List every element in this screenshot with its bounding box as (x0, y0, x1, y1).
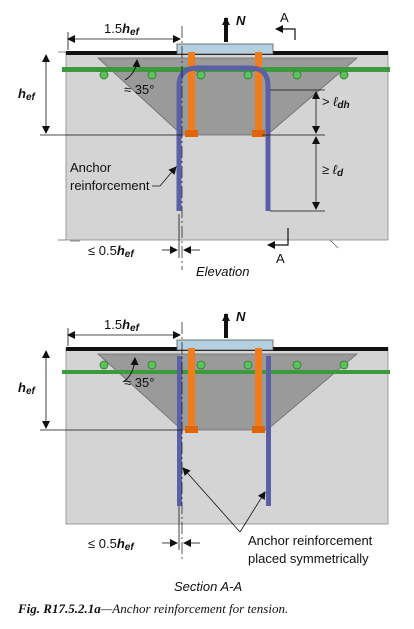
angle-arc (122, 357, 139, 383)
cut-letter-bottom: A (276, 251, 285, 266)
section-view: N 1.5hef hef ≈ 35° Anchor reinforcement … (18, 309, 390, 594)
angle-label: ≈ 35° (124, 375, 154, 390)
dim-1-5hef-label: 1.5hef (104, 317, 141, 334)
anchor-reinforcement-left (177, 356, 182, 506)
angle-label: ≈ 35° (124, 82, 154, 97)
dim-1-5hef-label: 1.5hef (104, 21, 141, 38)
symmetric-note-line1: Anchor reinforcement (248, 533, 373, 548)
break-line-left (58, 51, 66, 241)
section-cut-marker-bottom (267, 228, 289, 249)
symmetric-note-line2: placed symmetrically (248, 551, 369, 566)
anchor-reinforcement-leader (152, 166, 177, 187)
note-leader-right (239, 491, 266, 533)
anchor-bolt-right (255, 52, 262, 135)
cut-letter-top: A (280, 10, 289, 25)
anchor-head-left (185, 426, 198, 433)
base-plate (176, 43, 274, 55)
figure-caption: Fig. R17.5.2.1a—Anchor reinforcement for… (17, 601, 288, 616)
anchor-reinforcement-label-line1: Anchor (70, 160, 112, 175)
anchor-bolt-left (188, 52, 195, 135)
anchor-bolt-right (255, 348, 262, 430)
angle-arc (124, 59, 141, 81)
note-leader-left (182, 467, 241, 533)
mesh-bar-dots (99, 360, 349, 370)
mesh-reinforcement (62, 370, 390, 374)
dim-0-5hef-label: ≤ 0.5hef (88, 536, 135, 553)
anchor-reinforcement-label-line2: reinforcement (70, 178, 150, 193)
mesh-bar-dots (99, 70, 349, 80)
elevation-view: N A A 1.5hef hef ≈ 35° > ℓdh ≥ ℓd Anchor… (18, 10, 390, 279)
elevation-title: Elevation (196, 264, 249, 279)
load-label: N (236, 309, 246, 324)
anchor-bolt-left (188, 348, 195, 430)
load-label: N (236, 13, 246, 28)
dim-ld-label: ≥ ℓd (322, 162, 344, 179)
anchor-reinforcement-hairpin (176, 65, 271, 211)
dim-0-5hef-label: ≤ 0.5hef (88, 243, 135, 260)
break-line-bottom (70, 239, 339, 249)
anchor-head-right (252, 426, 265, 433)
dim-hef-label: hef (18, 380, 37, 397)
dim-hef-label: hef (18, 86, 37, 103)
base-plate (176, 339, 274, 351)
section-title: Section A-A (174, 579, 242, 594)
anchor-head-left (185, 130, 198, 137)
section-cut-marker-top (275, 25, 296, 40)
dim-ldh-label: > ℓdh (322, 94, 350, 111)
anchor-reinforcement-right (266, 356, 271, 506)
anchor-head-right (252, 130, 265, 137)
